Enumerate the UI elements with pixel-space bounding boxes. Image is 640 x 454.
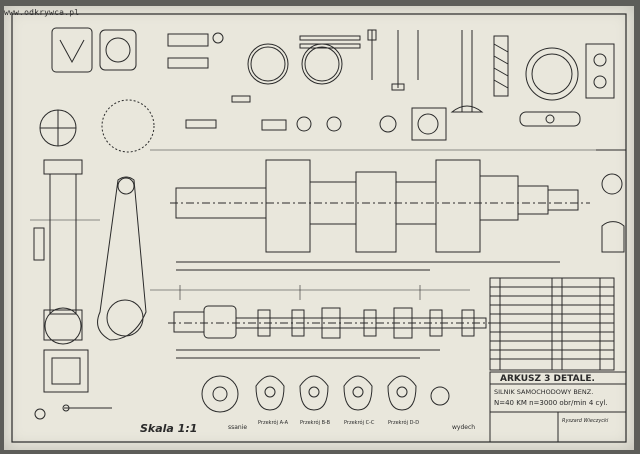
crank-end-view [596, 149, 626, 253]
section-label-a: Przekrój A-A [258, 420, 288, 426]
crankshaft [170, 159, 590, 271]
piston-rings [247, 35, 361, 85]
section-label-b: Przekrój B-B [300, 420, 331, 426]
section-label-d: Przekrój D-D [388, 420, 420, 426]
camshaft [168, 305, 496, 359]
signature: Ryszard Wieczycki [562, 418, 609, 424]
title-line-2: SILNIK SAMOCHODOWY BENZ. [494, 388, 594, 396]
valve-parts [367, 29, 509, 113]
valve-cover [525, 43, 615, 101]
title-line-1: ARKUSZ 3 DETALE. [500, 374, 595, 384]
rocker-arm [519, 111, 581, 127]
piston-top-view [39, 99, 155, 153]
label-wydech: wydech [452, 424, 476, 431]
watermark: www.odkrywca.pl [4, 8, 80, 17]
connecting-rod [43, 159, 147, 345]
title-block [489, 371, 627, 443]
label-ssanie: ssanie [228, 424, 248, 431]
parts-list-table [489, 277, 615, 371]
section-label-c: Przekrój C-C [344, 420, 375, 426]
drawing-sheet [4, 6, 634, 450]
title-line-3: N=40 KM n=3000 obr/min 4 cyl. [494, 399, 608, 407]
cam-sections [201, 375, 450, 413]
piston-view [51, 27, 137, 73]
piston-pin [167, 32, 224, 69]
scale-label: Skala 1:1 [140, 422, 198, 435]
small-parts-left [33, 227, 112, 420]
bolts-row [185, 95, 447, 141]
